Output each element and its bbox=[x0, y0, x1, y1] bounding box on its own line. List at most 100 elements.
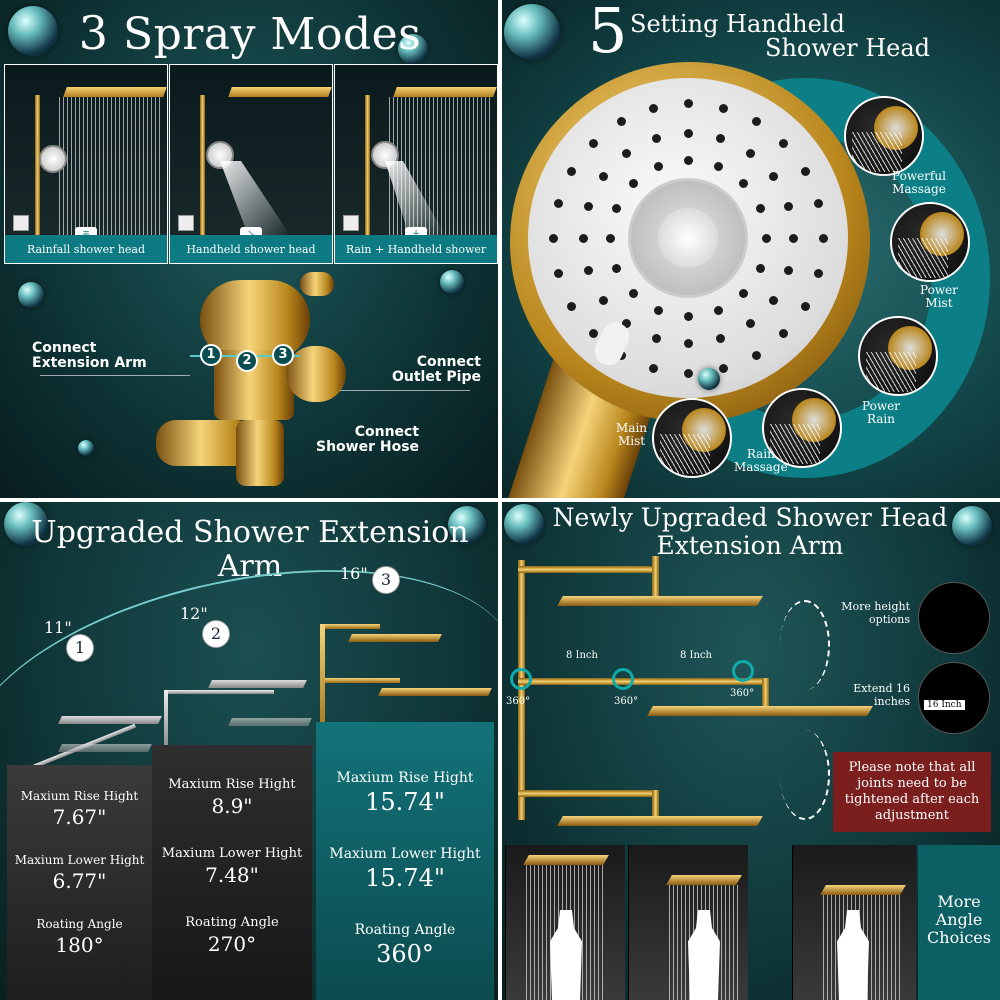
dimension-label-2: 8 Inch bbox=[680, 650, 712, 661]
nozzle bbox=[751, 350, 761, 360]
spec-column-2: Maxium Rise Hight 8.9" Maxium Lower High… bbox=[152, 745, 312, 1000]
nozzle bbox=[739, 178, 749, 188]
rain-head-plate bbox=[393, 87, 497, 97]
nozzle bbox=[814, 268, 824, 278]
nozzle bbox=[716, 134, 726, 144]
arm-1-head bbox=[58, 716, 162, 724]
nozzle bbox=[745, 318, 755, 328]
middle-arm-drop bbox=[762, 678, 769, 706]
rotation-label-3: 360° bbox=[730, 688, 755, 699]
mode-caption: Rainfall shower head bbox=[5, 235, 167, 263]
nozzle bbox=[814, 199, 824, 209]
rotation-icon bbox=[612, 668, 634, 690]
nozzle bbox=[588, 329, 598, 339]
main-riser-pipe bbox=[518, 560, 525, 820]
water-bubble bbox=[8, 6, 58, 56]
nozzle bbox=[762, 234, 771, 243]
nozzle bbox=[628, 178, 638, 188]
nozzle bbox=[783, 266, 793, 276]
rotation-label-1: 360° bbox=[506, 696, 531, 707]
extend-tag: 16 Inch bbox=[924, 700, 965, 710]
arm-3-riser bbox=[320, 624, 325, 744]
nozzle bbox=[718, 364, 728, 374]
length-label-16: 16" bbox=[340, 564, 368, 583]
nozzle bbox=[584, 266, 594, 276]
step-badge-2: 2 bbox=[236, 350, 258, 372]
arm-2-head bbox=[208, 680, 307, 688]
mode-combo-card: + Rain + Handheld shower head bbox=[334, 64, 498, 264]
nozzle bbox=[622, 318, 632, 328]
nozzle bbox=[751, 117, 761, 127]
bottom-arm bbox=[518, 790, 658, 797]
nozzle bbox=[684, 312, 693, 321]
water-bubble bbox=[504, 4, 560, 60]
nozzle bbox=[567, 166, 577, 176]
water-bubble bbox=[440, 270, 464, 294]
nozzle bbox=[713, 161, 723, 171]
scene-mid bbox=[628, 845, 748, 1000]
arm-1-head-alt bbox=[58, 744, 152, 752]
nozzle bbox=[599, 295, 609, 305]
top-rain-plate bbox=[557, 596, 763, 606]
nozzle bbox=[779, 329, 789, 339]
rain-head-plate bbox=[228, 87, 332, 97]
nozzle bbox=[599, 172, 609, 182]
option-badge-1: 1 bbox=[66, 634, 94, 662]
option-badge-2: 2 bbox=[202, 620, 230, 648]
water-bubble bbox=[4, 502, 48, 546]
nozzle bbox=[651, 134, 661, 144]
settings-title-line1: Setting Handheld bbox=[630, 10, 845, 38]
nozzle bbox=[649, 364, 659, 374]
valve-hose-port bbox=[236, 420, 284, 486]
nozzle bbox=[779, 138, 789, 148]
valve-lever bbox=[300, 272, 334, 296]
length-label-12: 12" bbox=[180, 604, 208, 623]
nozzle bbox=[718, 103, 728, 113]
nozzle bbox=[745, 149, 755, 159]
nozzle bbox=[684, 99, 693, 108]
mode-caption: Rain + Handheld shower head bbox=[335, 235, 497, 263]
label-pointer bbox=[340, 390, 470, 391]
nozzle bbox=[713, 306, 723, 316]
bottom-rain-plate bbox=[557, 816, 763, 826]
nozzle bbox=[654, 306, 664, 316]
top-arm-drop bbox=[652, 556, 659, 596]
arm-2-drop bbox=[164, 690, 168, 750]
mode-rain-massage-icon bbox=[762, 388, 842, 468]
nozzle bbox=[789, 234, 798, 243]
nozzle bbox=[716, 333, 726, 343]
mode-main-mist-icon bbox=[652, 398, 732, 478]
rotation-icon bbox=[732, 660, 754, 682]
wall-outlet bbox=[178, 215, 194, 231]
nozzle bbox=[768, 172, 778, 182]
spec-column-1: Maxium Rise Hight 7.67" Maxium Lower Hig… bbox=[7, 765, 152, 1000]
rain-head-plate bbox=[63, 87, 167, 97]
water-bubble bbox=[18, 282, 44, 308]
rise-arrow bbox=[780, 600, 830, 690]
shower-pipe bbox=[365, 95, 370, 255]
nozzle bbox=[684, 129, 693, 138]
nozzle bbox=[553, 199, 563, 209]
water-bubble bbox=[504, 504, 544, 544]
arm-3-mid bbox=[320, 678, 400, 683]
rotation-label-2: 360° bbox=[614, 696, 639, 707]
horizontal-divider bbox=[0, 498, 1000, 502]
nozzle bbox=[616, 117, 626, 127]
arm-3-top bbox=[320, 624, 380, 629]
scene-low bbox=[792, 845, 916, 1000]
extend-icon bbox=[918, 662, 990, 734]
nozzle bbox=[649, 103, 659, 113]
nozzle bbox=[579, 234, 588, 243]
nozzle bbox=[684, 369, 693, 378]
step-badge-1: 1 bbox=[200, 344, 222, 366]
shower-pipe bbox=[200, 95, 205, 255]
nozzle bbox=[739, 289, 749, 299]
